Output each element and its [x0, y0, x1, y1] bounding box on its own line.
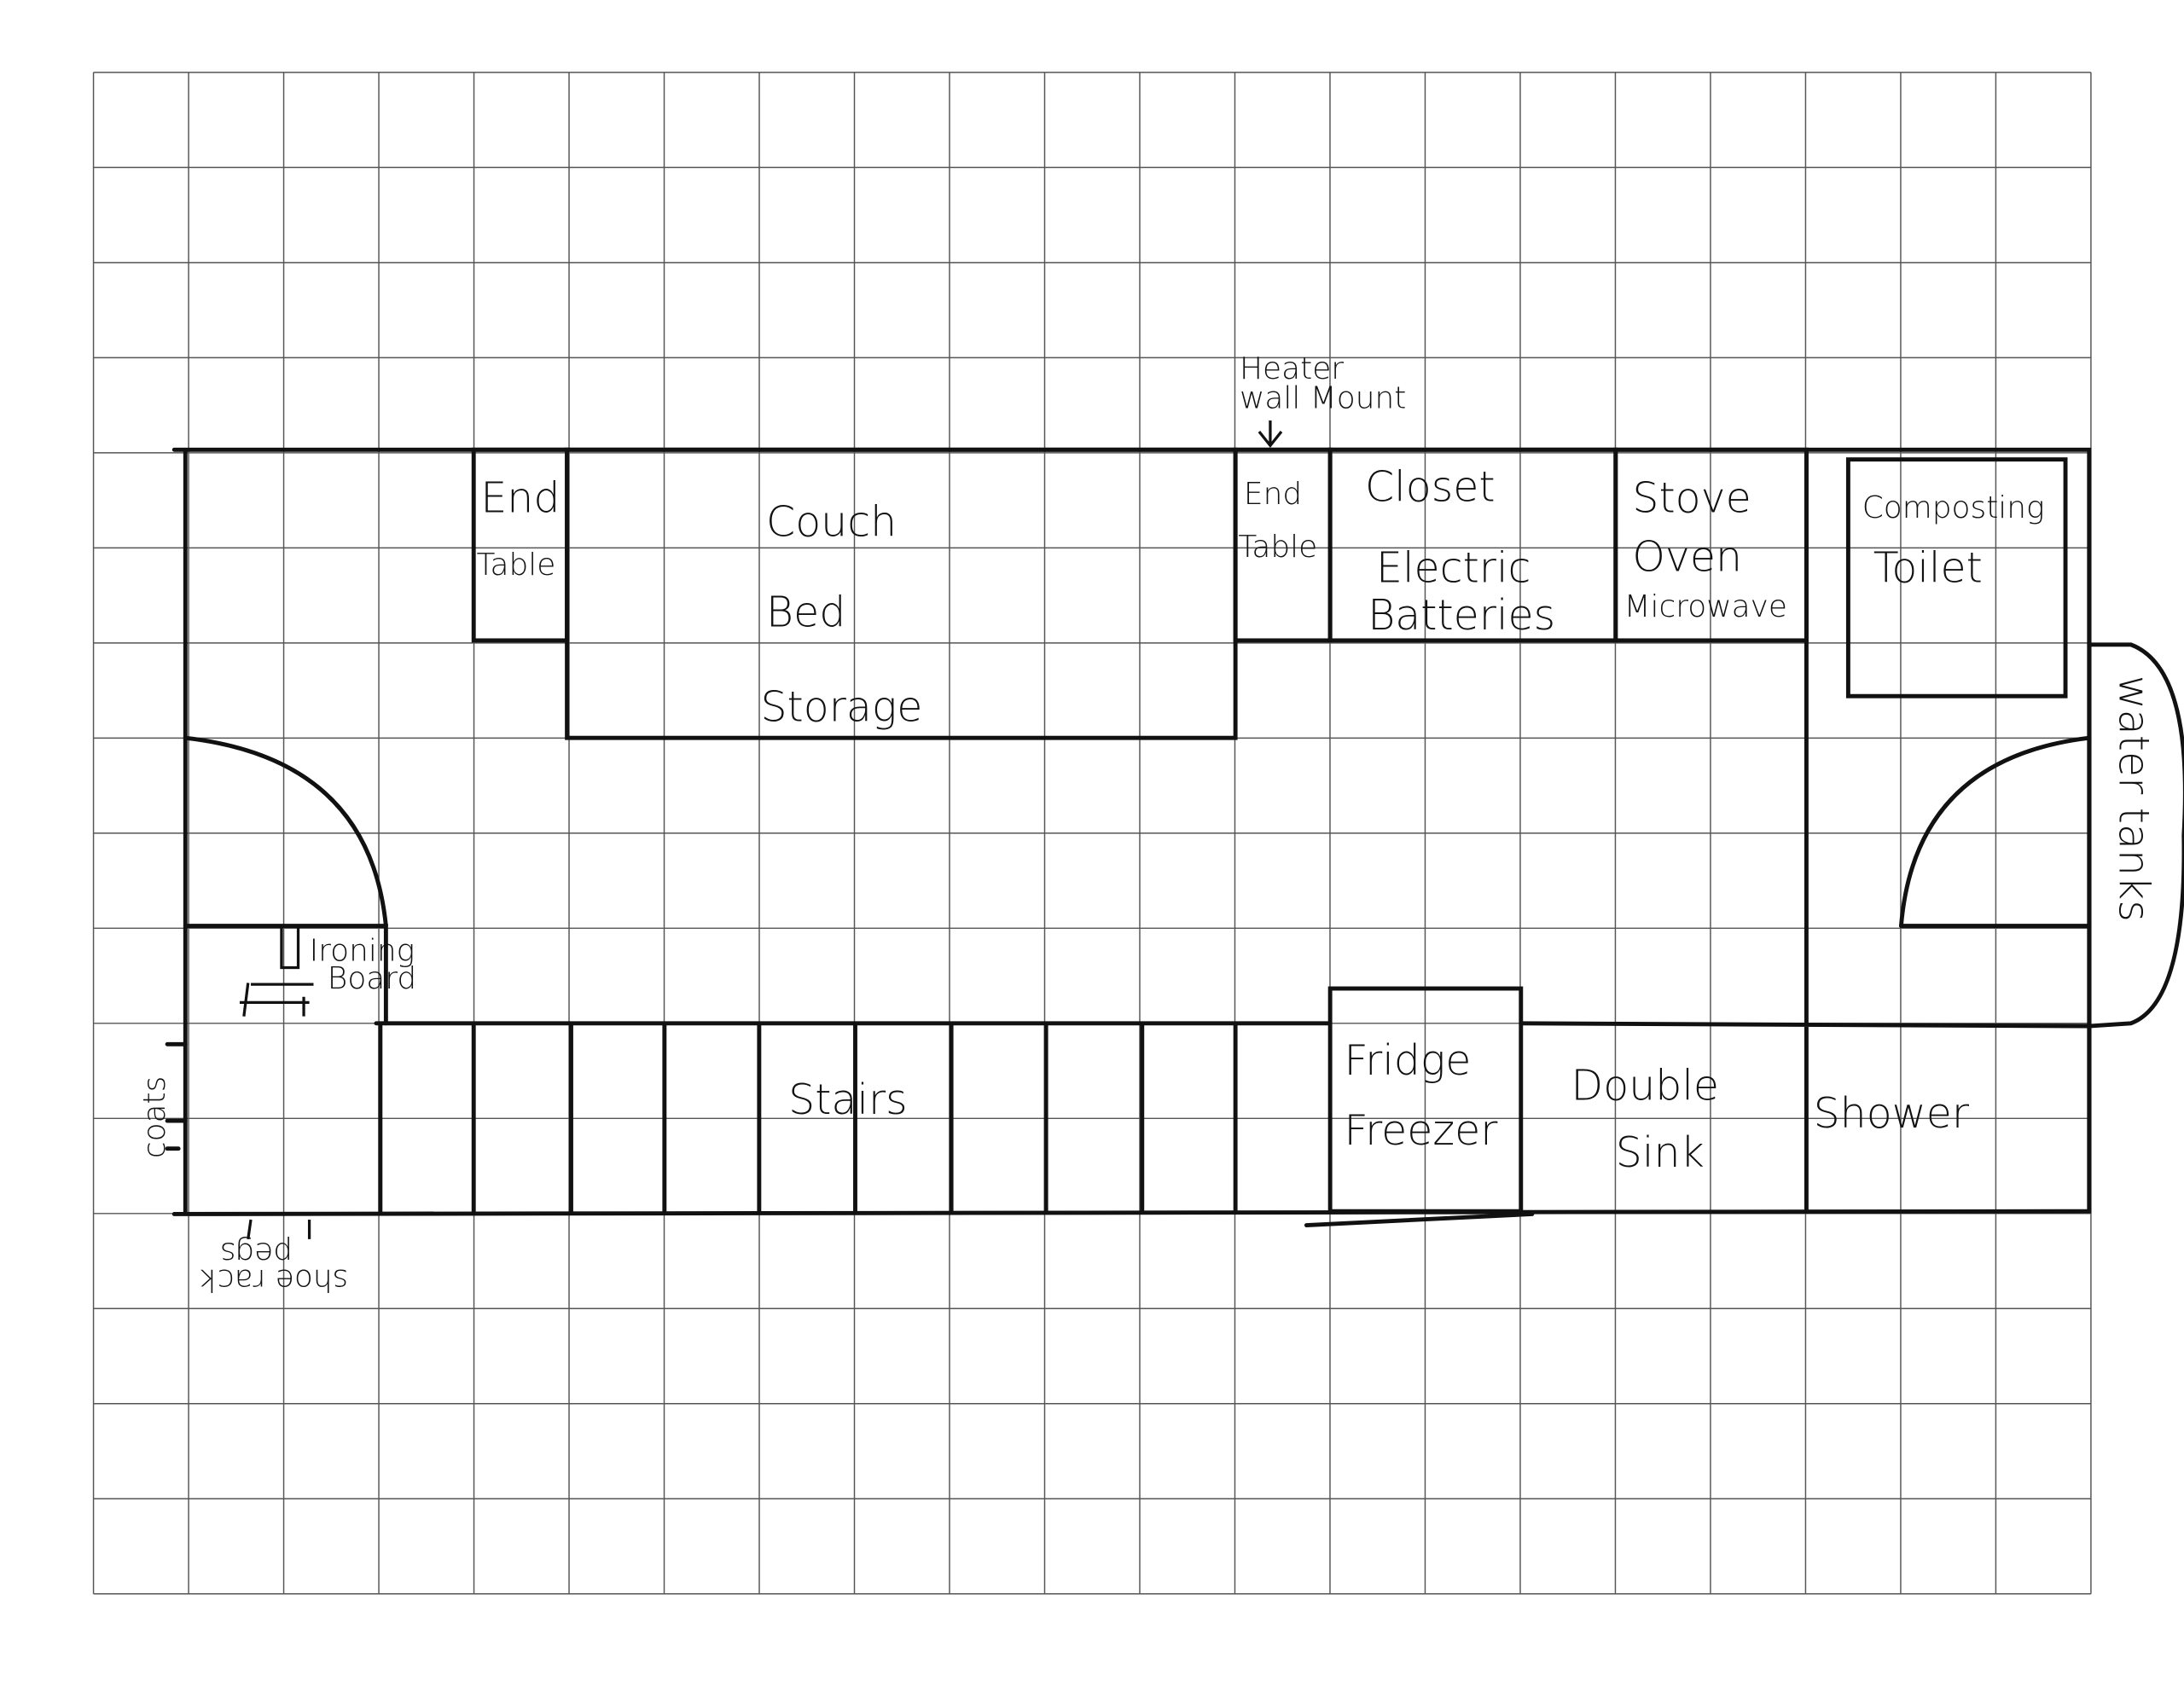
arrow-down-icon: [1258, 420, 1283, 448]
right-door-arc: [1898, 735, 2092, 928]
grid-paper: [92, 72, 2092, 1595]
water-tanks-label: water tanks: [2110, 675, 2158, 922]
oven-label: Oven: [1632, 532, 1742, 581]
end-table-left-label-2: Table: [476, 548, 555, 583]
left-door-arc: [183, 735, 388, 928]
sink-shower-lines: [1304, 1021, 2092, 1227]
fridge-rect: [1327, 986, 1524, 1214]
ironing-board-sketch: [239, 983, 314, 1017]
coat-hooks: [165, 1041, 188, 1151]
toilet-label: Toilet: [1873, 543, 1983, 592]
freezer-label: Freezer: [1344, 1106, 1498, 1155]
heater-label: Heater: [1240, 351, 1344, 386]
left-partition: [183, 924, 388, 1026]
batteries-label: Batteries: [1368, 591, 1555, 640]
fridge-label: Fridge: [1344, 1036, 1471, 1085]
couch-label: Couch: [766, 497, 897, 546]
pegs-label: pegs: [220, 1236, 293, 1271]
ironing-label: Ironing: [310, 933, 415, 968]
shoe-rack-label: shoe rack: [200, 1262, 348, 1297]
outer-wall: [171, 447, 2092, 1216]
closet-label: Closet: [1365, 463, 1496, 512]
end-table-left-label-1: End: [480, 474, 560, 523]
end-table-right-label-1: End: [1244, 477, 1302, 512]
shoe-peg-marks: [247, 1219, 311, 1240]
stove-rect: [1613, 447, 1809, 643]
wall-mount-label: wall Mount: [1240, 380, 1406, 415]
walls: [165, 420, 2184, 1240]
electric-label: Electric: [1376, 543, 1531, 592]
composting-label: Composting: [1862, 490, 2045, 525]
shower-label: Shower: [1814, 1089, 1970, 1138]
room-labels: End Table Couch Bed Storage Heater wall …: [137, 351, 2158, 1297]
stove-label: Stove: [1632, 474, 1751, 523]
sink-label: Sink: [1616, 1128, 1705, 1177]
microwave-label: Microwave: [1624, 589, 1787, 624]
storage-label: Storage: [760, 683, 922, 732]
double-label: Double: [1571, 1062, 1720, 1110]
bed-label: Bed: [766, 588, 845, 637]
stairs-lines: [374, 1021, 1333, 1214]
ironing-board-rect: [280, 924, 300, 970]
stairs-label: Stairs: [788, 1076, 908, 1124]
end-table-right-label-2: Table: [1238, 530, 1317, 565]
toilet-rect: [1845, 457, 2068, 699]
coats-label: coats: [137, 1076, 172, 1158]
board-label: Board: [328, 961, 416, 996]
